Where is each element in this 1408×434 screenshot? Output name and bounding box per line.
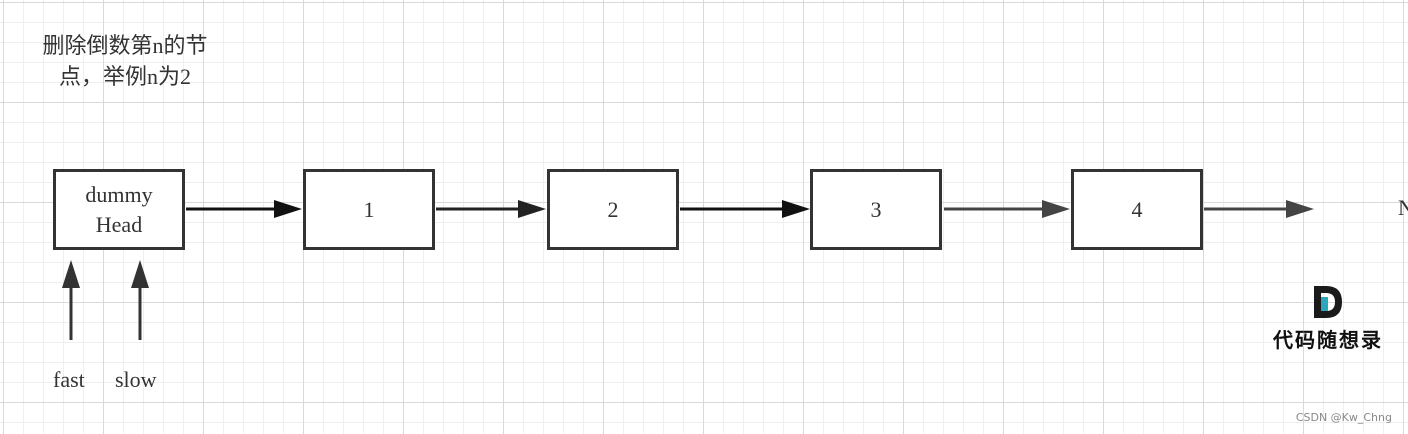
logo-d-icon	[1314, 286, 1342, 318]
node-4-value: 4	[1131, 196, 1143, 222]
node-3-value: 3	[870, 196, 882, 222]
node-1-value: 1	[363, 196, 375, 222]
logo: 代码随想录	[1265, 280, 1391, 352]
null-label: NULL	[1398, 195, 1408, 220]
node-3: 3	[810, 169, 942, 250]
arrow-4-to-null	[1204, 200, 1314, 218]
arrow-3-to-4	[944, 200, 1070, 218]
logo-text: 代码随想录	[1273, 328, 1383, 352]
arrow-dummy-to-1	[186, 200, 302, 218]
diagram-title-line-1: 删除倒数第n的节	[42, 33, 208, 58]
slow-pointer-label: slow	[115, 367, 157, 392]
node-1: 1	[303, 169, 435, 250]
diagram-title-line-2: 点，举例n为2	[58, 64, 191, 89]
node-dummy-head: dummy Head	[53, 169, 185, 250]
node-2-value: 2	[607, 196, 619, 222]
node-2: 2	[547, 169, 679, 250]
fast-pointer-arrow	[62, 260, 80, 340]
arrow-2-to-3	[680, 200, 810, 218]
node-dummy-head-line-2: Head	[95, 211, 143, 237]
node-dummy-head-line-1: dummy	[85, 181, 153, 207]
diagram-title: 删除倒数第n的节 点，举例n为2	[20, 30, 230, 92]
node-4: 4	[1071, 169, 1203, 250]
fast-pointer-label: fast	[53, 367, 85, 392]
watermark: CSDN @Kw_Chng	[1295, 411, 1392, 424]
arrow-1-to-2	[436, 200, 546, 218]
slow-pointer-arrow	[131, 260, 149, 340]
